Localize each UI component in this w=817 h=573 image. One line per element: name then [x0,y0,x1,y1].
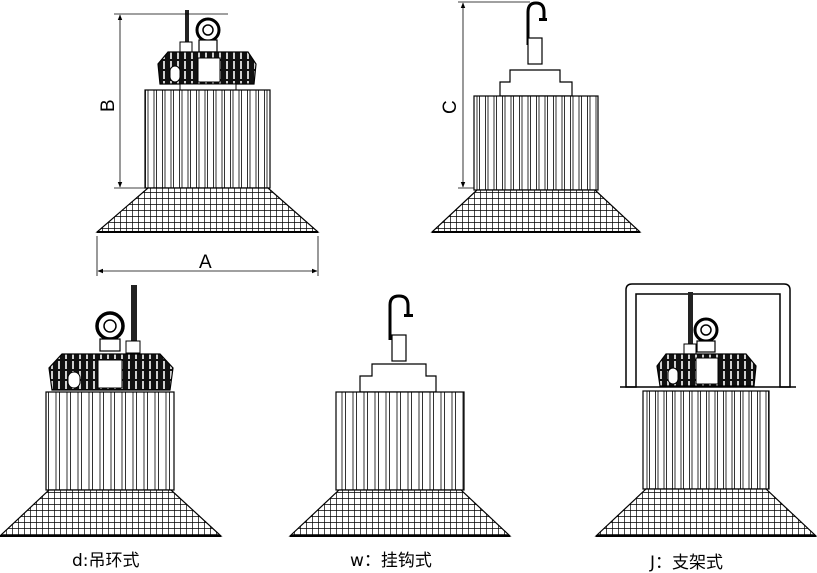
lamp-bracket-type [594,283,817,537]
caption-hook-type: w：挂钩式 [350,551,432,571]
lamp-ring-dimensioned [95,10,320,233]
dimension-lines [96,1,530,276]
dimension-c-label: C [440,100,461,114]
lamp-hook-dimensioned [430,1,642,233]
dimension-a-label: A [199,252,212,273]
lamp-hook-type [288,294,512,537]
caption-bracket-type: J：支架式 [650,553,724,573]
lamp-ring-type [0,285,223,537]
caption-ring-type: d:吊环式 [72,551,140,571]
dimension-b-label: B [98,99,119,112]
